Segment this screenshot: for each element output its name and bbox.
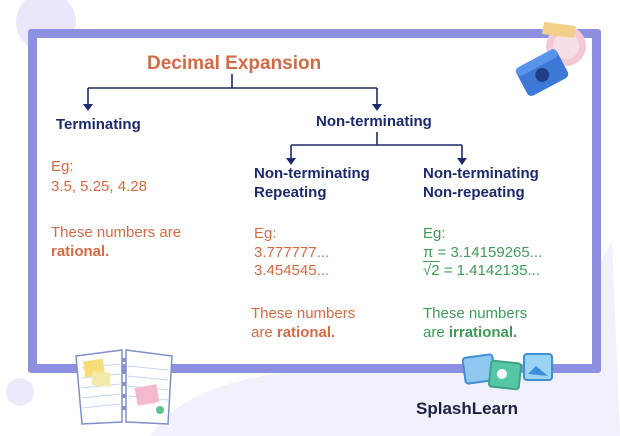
pencil-sharpener-icon — [515, 22, 586, 96]
terminating-note-line1: These numbers are — [51, 224, 182, 241]
non-repeating-note-bold: irrational. — [448, 324, 518, 341]
terminating-eg-label: Eg: — [51, 158, 74, 175]
non-repeating-note-line1: These numbers — [423, 305, 528, 322]
non-terminating-heading: Non-terminating — [316, 113, 432, 130]
non-repeating-heading-line1: Non-terminating — [423, 165, 539, 182]
terminating-note-bold: rational. — [51, 243, 110, 260]
brand-logo: SplashLearn — [416, 399, 519, 418]
non-repeating-eg-label: Eg: — [423, 225, 446, 242]
sqrt2-value: = 1.4142135... — [439, 262, 541, 279]
non-repeating-eg-value1: π = 3.14159265... — [423, 244, 543, 261]
repeating-heading-line2: Repeating — [254, 184, 327, 201]
non-repeating-note-prefix: are — [423, 324, 449, 341]
repeating-eg-value1: 3.777777... — [254, 244, 330, 261]
sqrt2-radical: √2 — [423, 262, 440, 279]
repeating-note-prefix: are — [251, 324, 277, 341]
photo-cards-icon — [462, 353, 553, 391]
terminating-heading: Terminating — [56, 116, 141, 133]
non-repeating-note-line2: are irrational. — [423, 323, 517, 343]
repeating-note-bold: rational. — [276, 324, 336, 341]
whiteboard — [28, 29, 601, 373]
repeating-eg-value2: 3.454545... — [254, 262, 330, 279]
repeating-heading-line1: Non-terminating — [254, 165, 370, 182]
diagram-title: Decimal Expansion — [147, 53, 322, 74]
repeating-note-line2: are rational. — [251, 323, 335, 343]
terminating-eg-values: 3.5, 5.25, 4.28 — [51, 178, 147, 195]
non-repeating-eg-value2: √2 = 1.4142135... — [423, 261, 540, 281]
repeating-note-line1: These numbers — [251, 305, 356, 322]
notebook-icon — [75, 349, 173, 425]
non-repeating-heading-line2: Non-repeating — [423, 184, 525, 201]
repeating-eg-label: Eg: — [254, 225, 277, 242]
